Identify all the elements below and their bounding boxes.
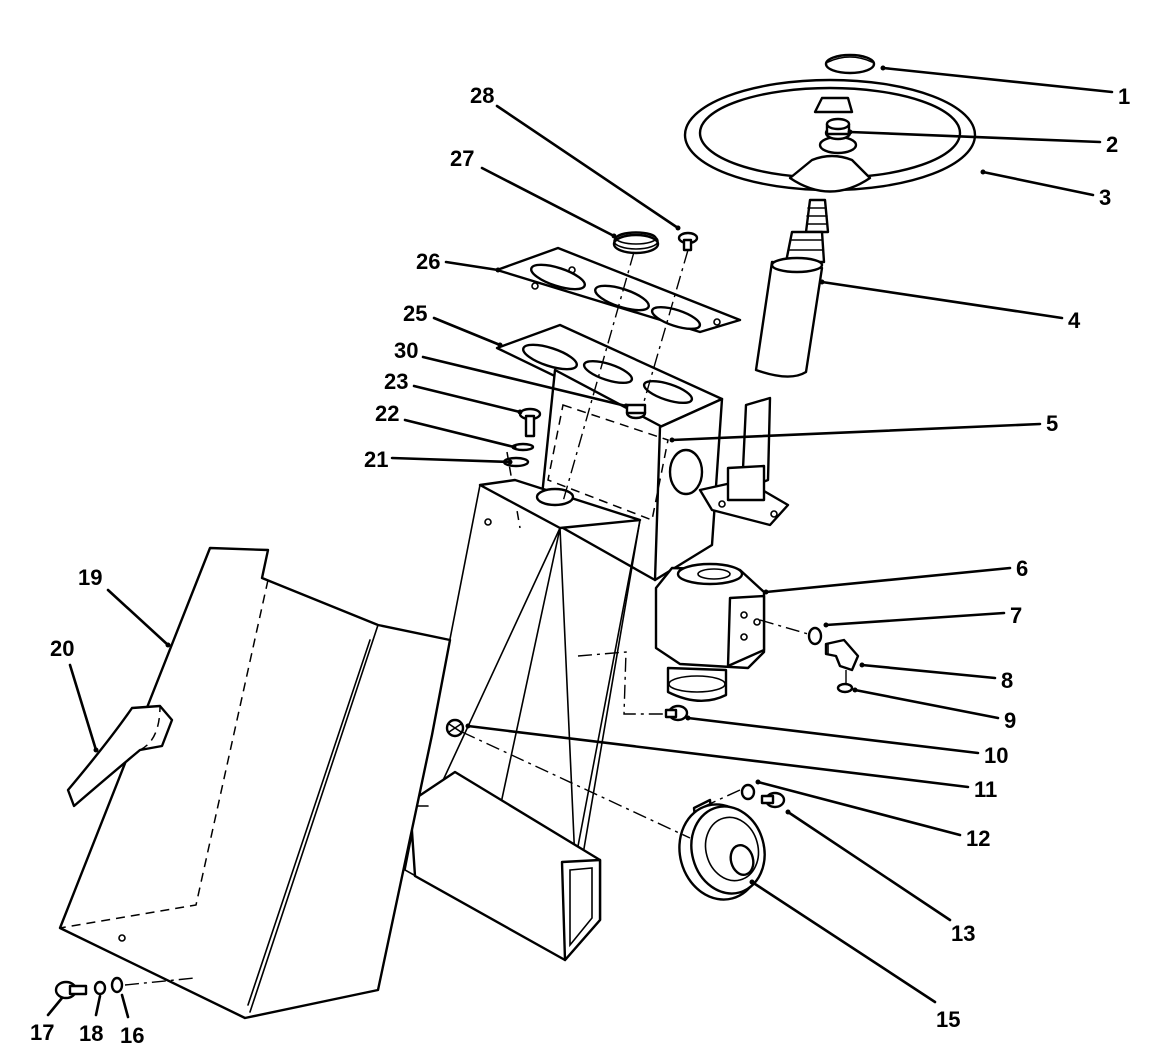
part-steering-bracket [698,396,790,527]
part-bolt-17 [54,980,88,1000]
part-o-ring-9 [836,682,854,694]
part-steering-wheel [683,78,977,193]
part-bolt-23 [518,407,542,438]
part-steering-shaft [754,198,830,378]
part-o-ring-7 [807,626,823,646]
callout-6: 6 [1016,556,1028,581]
callout-21: 21 [364,447,388,472]
callout-10: 10 [984,743,1008,768]
part-console-box [495,323,724,582]
part-screw-28 [677,231,699,252]
callout-16: 16 [120,1023,144,1048]
callout-8: 8 [1001,668,1013,693]
callout-9: 9 [1004,708,1016,733]
callout-7: 7 [1010,603,1022,628]
callout-26: 26 [416,249,440,274]
callout-3: 3 [1099,185,1111,210]
callout-28: 28 [470,83,494,108]
callout-23: 23 [384,369,408,394]
part-grommet [612,231,660,255]
callout-27: 27 [450,146,474,171]
part-washer-12 [740,783,756,801]
callout-12: 12 [966,826,990,851]
callout-4: 4 [1068,308,1081,333]
part-steering-unit [654,562,766,702]
callout-15: 15 [936,1007,960,1032]
callout-22: 22 [375,401,399,426]
callout-5: 5 [1046,411,1058,436]
part-horn [678,798,766,901]
part-bolt-13 [760,791,786,809]
part-nut [824,117,852,141]
callout-19: 19 [78,565,102,590]
callout-20: 20 [50,636,74,661]
callout-11: 11 [974,777,997,802]
part-hand-grip [66,704,174,808]
callout-25: 25 [403,301,427,326]
part-nut-30 [625,403,647,420]
leader-lines [46,65,1114,1019]
part-nut-11 [445,718,465,738]
callout-18: 18 [79,1021,103,1046]
part-shroud [58,546,452,1020]
part-washer-16 [110,976,124,994]
part-cap [824,53,876,75]
callout-17: 17 [30,1020,54,1045]
assembly-lines [124,249,847,986]
callout-1: 1 [1118,84,1130,109]
callout-30: 30 [394,338,418,363]
callout-2: 2 [1106,132,1118,157]
callout-13: 13 [951,921,975,946]
part-upper-plate [495,246,742,334]
part-lock-washer-18 [93,980,107,996]
part-elbow-fitting [824,638,860,672]
part-bolt-10 [664,704,689,722]
callout-numbers: 1 2 3 4 5 6 7 8 9 10 11 12 13 15 16 17 1… [30,83,1130,1048]
